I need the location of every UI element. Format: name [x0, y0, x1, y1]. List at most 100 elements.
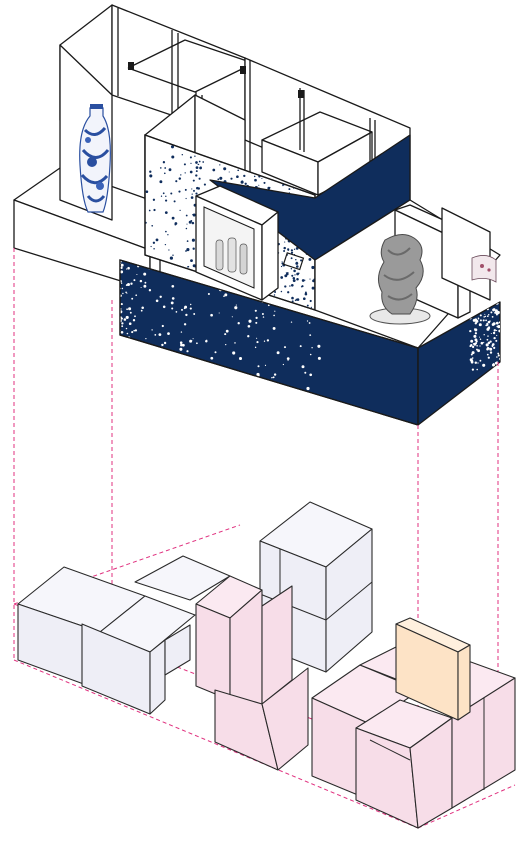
- speckle-dot: [266, 388, 268, 391]
- speckle-dot: [146, 397, 148, 399]
- speckle-dot: [477, 317, 480, 320]
- speckle-dot: [145, 337, 147, 340]
- speckle-dot: [184, 416, 187, 419]
- speckle-dot: [189, 373, 193, 377]
- speckle-dot: [194, 155, 196, 157]
- speckle-dot: [125, 381, 128, 384]
- speckle-dot: [217, 178, 220, 181]
- speckle-dot: [290, 283, 294, 287]
- speckle-dot: [144, 356, 148, 360]
- speckle-dot: [199, 382, 203, 385]
- speckle-dot: [474, 328, 478, 332]
- speckle-dot: [131, 297, 134, 300]
- speckle-dot: [306, 320, 309, 322]
- speckle-dot: [308, 257, 312, 261]
- speckle-dot: [280, 265, 283, 268]
- speckle-dot: [159, 167, 162, 169]
- speckle-dot: [479, 319, 482, 322]
- speckle-dot: [179, 209, 181, 212]
- speckle-dot: [121, 363, 124, 366]
- speckle-dot: [488, 314, 490, 316]
- speckle-dot: [195, 174, 198, 177]
- speckle-dot: [233, 383, 237, 386]
- speckle-dot: [123, 389, 126, 391]
- speckle-dot: [248, 319, 252, 323]
- speckle-dot: [479, 338, 482, 340]
- speckle-dot: [218, 312, 220, 314]
- speckle-dot: [490, 332, 492, 335]
- speckle-dot: [121, 390, 124, 392]
- speckle-dot: [203, 183, 206, 186]
- speckle-dot: [257, 152, 260, 155]
- speckle-dot: [182, 404, 185, 406]
- speckle-dot: [135, 294, 138, 297]
- speckle-dot: [165, 195, 167, 198]
- speckle-dot: [168, 168, 172, 172]
- speckle-dot: [120, 342, 123, 346]
- speckle-dot: [163, 341, 167, 345]
- speckle-dot: [309, 373, 313, 377]
- speckle-dot: [120, 384, 122, 386]
- speckle-dot: [263, 181, 266, 184]
- speckle-dot: [470, 359, 474, 363]
- speckle-dot: [496, 334, 498, 337]
- speckle-dot: [202, 161, 205, 163]
- speckle-dot: [236, 175, 239, 179]
- speckle-dot: [197, 163, 200, 166]
- speckle-dot: [140, 286, 142, 289]
- speckle-dot: [257, 386, 261, 389]
- speckle-dot: [479, 305, 483, 309]
- speckle-dot: [226, 392, 229, 394]
- speckle-dot: [120, 367, 122, 371]
- speckle-dot: [190, 259, 193, 262]
- speckle-dot: [284, 274, 288, 278]
- speckle-dot: [175, 413, 178, 416]
- speckle-dot: [169, 256, 173, 260]
- speckle-dot: [135, 375, 137, 378]
- speckle-dot: [232, 351, 236, 355]
- speckle-dot: [287, 248, 290, 251]
- speckle-dot: [298, 403, 301, 407]
- speckle-dot: [131, 352, 135, 355]
- speckle-dot: [472, 312, 474, 314]
- speckle-dot: [472, 302, 476, 305]
- speckle-dot: [214, 351, 217, 354]
- speckle-dot: [258, 389, 261, 392]
- speckle-dot: [270, 411, 272, 414]
- speckle-dot: [143, 272, 147, 276]
- speckle-dot: [237, 169, 240, 172]
- speckle-dot: [120, 376, 123, 379]
- speckle-dot: [136, 398, 139, 402]
- speckle-dot: [161, 324, 164, 328]
- speckle-dot: [493, 367, 496, 369]
- speckle-dot: [167, 399, 170, 403]
- speckle-dot: [485, 324, 488, 327]
- speckle-dot: [234, 411, 238, 415]
- speckle-dot: [471, 368, 475, 371]
- speckle-dot: [290, 257, 293, 260]
- speckle-dot: [161, 343, 164, 347]
- speckle-dot: [180, 331, 183, 333]
- speckle-dot: [127, 283, 130, 286]
- speckle-dot: [224, 333, 227, 336]
- speckle-dot: [314, 418, 318, 422]
- speckle-dot: [120, 303, 123, 306]
- speckle-dot: [207, 292, 210, 296]
- speckle-dot: [124, 391, 126, 394]
- speckle-dot: [127, 406, 131, 409]
- speckle-dot: [204, 277, 207, 280]
- speckle-dot: [304, 291, 307, 294]
- speckle-dot: [156, 371, 160, 375]
- blue-white-vase: [79, 104, 111, 213]
- speckle-dot: [278, 303, 280, 305]
- speckle-dot: [255, 316, 258, 320]
- speckle-dot: [272, 376, 275, 379]
- speckle-dot: [139, 368, 142, 371]
- speckle-dot: [170, 301, 174, 305]
- speckle-dot: [471, 351, 475, 355]
- speckle-dot: [235, 304, 237, 306]
- speckle-dot: [162, 161, 166, 164]
- speckle-dot: [154, 334, 157, 336]
- speckle-dot: [282, 363, 285, 366]
- speckle-dot: [296, 265, 299, 268]
